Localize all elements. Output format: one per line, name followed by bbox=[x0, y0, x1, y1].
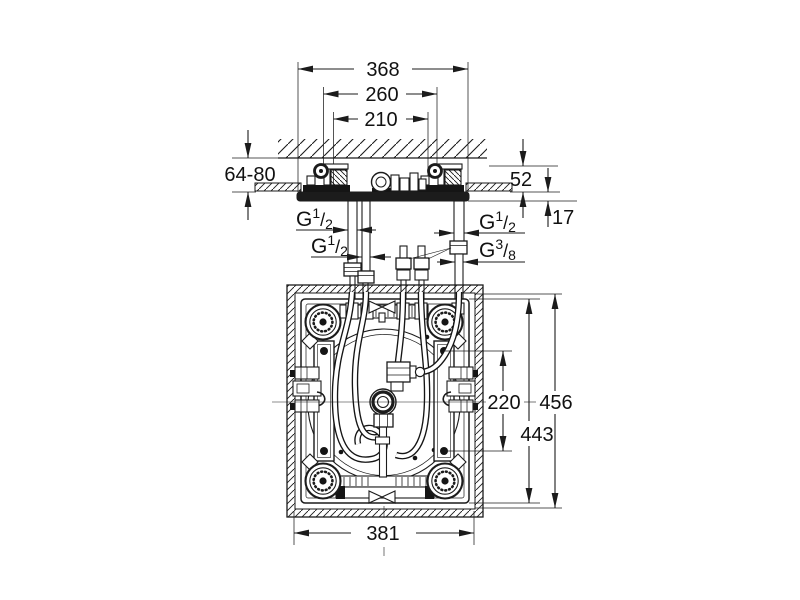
dim-368-label: 368 bbox=[366, 59, 399, 81]
dim-260: 260 bbox=[323, 84, 437, 106]
dim-456: 456 bbox=[539, 294, 573, 508]
dim-456-label: 456 bbox=[539, 392, 572, 414]
thread-label-right-top: G1/2 bbox=[479, 208, 516, 235]
ceiling-slab bbox=[278, 139, 487, 159]
wing-nut-bottom bbox=[368, 490, 396, 504]
plan-extension-lines bbox=[293, 293, 562, 545]
dim-64-80-label: 64-80 bbox=[224, 164, 275, 186]
dim-220-label: 220 bbox=[487, 392, 520, 414]
dim-443-label: 443 bbox=[520, 424, 553, 446]
side-view: G1/2 G1/2 G1/2 G3/8 368 260 210 64-80 bbox=[224, 59, 577, 306]
mounting-bracket-left bbox=[301, 162, 352, 194]
centerlines bbox=[272, 401, 536, 556]
dim-52: 52 bbox=[510, 139, 532, 218]
dim-381-label: 381 bbox=[366, 523, 399, 545]
wing-nut-top bbox=[368, 300, 396, 323]
thread-label-right-bottom: G3/8 bbox=[479, 236, 516, 263]
dim-210-label: 210 bbox=[364, 109, 397, 131]
thread-label-left-top: G1/2 bbox=[296, 205, 333, 232]
flexible-hoses bbox=[331, 291, 463, 463]
side-extension-lines bbox=[232, 62, 577, 202]
mixer-valve-block bbox=[386, 361, 426, 392]
shower-panel bbox=[296, 191, 470, 202]
side-clamp-right bbox=[442, 366, 479, 413]
dim-381: 381 bbox=[294, 523, 474, 545]
finished-ceiling-strips bbox=[254, 182, 513, 192]
dim-17-label: 17 bbox=[552, 207, 574, 229]
plan-view: 220 456 443 381 bbox=[272, 284, 573, 556]
thread-callouts: G1/2 G1/2 G1/2 G3/8 bbox=[296, 205, 525, 266]
side-clamp-left bbox=[289, 366, 326, 413]
dim-52-label: 52 bbox=[510, 169, 532, 191]
dim-260-label: 260 bbox=[365, 84, 398, 106]
dim-210: 210 bbox=[333, 109, 428, 131]
center-valve-assembly bbox=[370, 171, 427, 193]
dim-220: 220 bbox=[487, 351, 521, 451]
dim-17: 17 bbox=[544, 168, 574, 229]
dim-443: 443 bbox=[520, 299, 554, 503]
thread-label-left-bottom: G1/2 bbox=[311, 232, 348, 259]
dim-64-80: 64-80 bbox=[224, 130, 276, 220]
dim-368: 368 bbox=[298, 59, 468, 81]
